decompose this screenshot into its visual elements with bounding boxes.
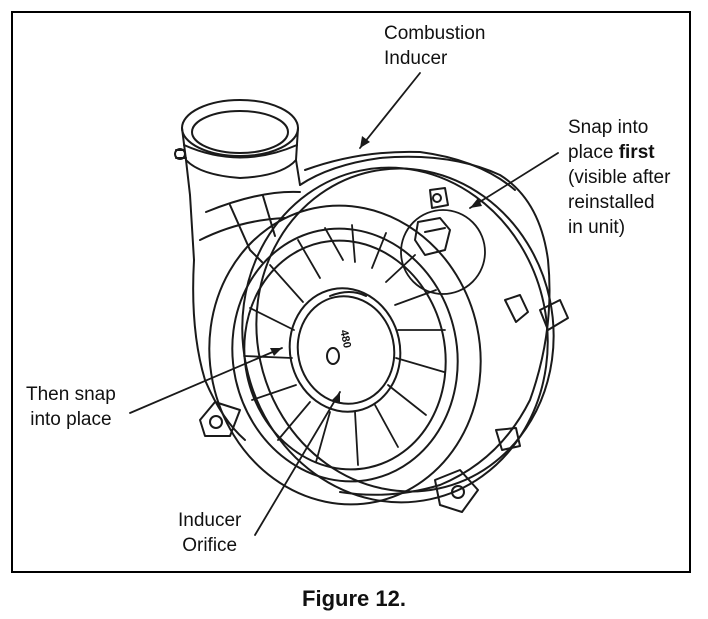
inducer-orifice-line2: Orifice — [182, 535, 238, 556]
snap-first-line4: reinstalled — [568, 192, 655, 213]
snap-first-line2-prefix: place — [568, 142, 619, 163]
snap-first-line2: place first — [568, 140, 670, 165]
front-cover — [208, 204, 482, 506]
leader-snap-first — [469, 152, 559, 209]
then-snap-line2: into place — [30, 409, 112, 430]
blower-housing — [192, 150, 551, 496]
snap-first-line3: (visible after — [568, 167, 671, 188]
combustion-inducer-line1: Combustion — [384, 23, 486, 44]
combustion-inducer-label: Combustion Inducer — [384, 21, 485, 71]
snap-detail-circle — [400, 209, 486, 295]
then-snap-line1: Then snap — [26, 384, 116, 405]
combustion-inducer-line2: Inducer — [384, 48, 448, 69]
leader-then-snap — [129, 347, 283, 414]
mounting-tabs — [199, 294, 569, 513]
cover-spokes — [243, 224, 446, 466]
leader-combustion-inducer — [359, 72, 421, 149]
leader-arrowheads — [270, 136, 482, 403]
leader-lines — [129, 72, 559, 536]
then-snap-label: Then snap into place — [26, 382, 116, 432]
figure-caption: Figure 12. — [302, 586, 406, 611]
inducer-orifice-hub — [288, 287, 402, 413]
snap-first-line1: Snap into — [568, 117, 649, 138]
inducer-orifice-line1: Inducer — [178, 510, 242, 531]
snap-clip — [414, 187, 451, 256]
exhaust-outlet-pipe — [174, 99, 301, 261]
leader-inducer-orifice — [254, 391, 341, 536]
inducer-orifice-label: Inducer Orifice — [178, 508, 241, 558]
snap-first-bold-word: first — [618, 142, 655, 163]
snap-first-label: Snap into place first (visible after rei… — [568, 115, 670, 240]
snap-first-line5: in unit) — [568, 217, 626, 238]
